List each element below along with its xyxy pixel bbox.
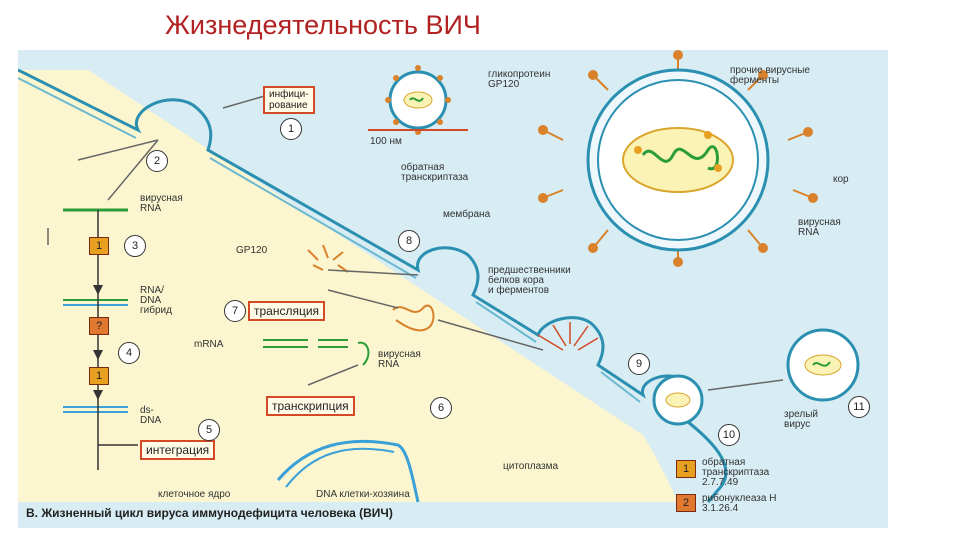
page-title: Жизнедеятельность ВИЧ xyxy=(165,10,481,40)
legend-enzyme-2-box: 2 xyxy=(676,494,696,512)
virion-assembling xyxy=(537,322,599,351)
step-number-6: 6 xyxy=(430,397,452,419)
step-number-4: 4 xyxy=(118,342,140,364)
diagram-drawing xyxy=(18,50,860,503)
legend-enzyme-1-text: обратная транскриптаза 2.7.7.49 xyxy=(702,457,770,488)
reverse-transcriptase-label: обратная транскриптаза xyxy=(401,162,469,183)
precursor-proteins xyxy=(392,304,435,332)
enzyme-box-1-step3: 1 xyxy=(89,237,109,255)
precursors-label: предшественники белков кора и ферментов xyxy=(488,265,571,296)
viral-rna-mid-label: вирусная RNA xyxy=(378,349,421,370)
step-number-11: 11 xyxy=(848,396,870,418)
step-number-10: 10 xyxy=(718,424,740,446)
host-dna-label: DNA клетки-хозяина xyxy=(316,489,410,500)
step-number-2: 2 xyxy=(146,150,168,172)
translation-label: трансляция xyxy=(248,301,326,321)
step-number-1: 1 xyxy=(280,118,302,140)
viral-rna-left-label: вирусная RNA xyxy=(140,193,183,214)
step-number-7: 7 xyxy=(224,300,246,322)
step-number-5: 5 xyxy=(198,419,220,441)
integration-label: интеграция xyxy=(140,440,216,460)
virion-mature-right xyxy=(786,328,860,402)
enzyme-box-1-step4: 1 xyxy=(89,367,109,385)
virion-rna-label: вирусная RNA xyxy=(798,217,841,238)
host-dna xyxy=(276,439,420,503)
cytoplasm-region xyxy=(18,70,678,502)
mrna-label: mRNA xyxy=(194,339,224,350)
membrane-label: мембрана xyxy=(443,209,491,220)
gp120-label: GP120 xyxy=(236,245,268,256)
mature-virion-large xyxy=(538,50,818,267)
legend-enzyme-2-text: рибонуклеаза Н 3.1.26.4 xyxy=(702,493,777,514)
transcription-label: транскрипция xyxy=(266,396,355,416)
hybrid-label: RNA/ DNA гибрид xyxy=(140,285,172,316)
glycoprotein-label: гликопротеин GP120 xyxy=(488,69,551,90)
scale-label: 100 нм xyxy=(370,136,402,147)
legend-enzyme-1-box: 1 xyxy=(676,460,696,478)
mrna-strands xyxy=(263,339,370,366)
step-number-9: 9 xyxy=(628,353,650,375)
enzyme-box-2-step4: ? xyxy=(89,317,109,335)
virion-small-top xyxy=(368,65,468,135)
other-enzymes-label: прочие вирусные ферменты xyxy=(730,65,810,86)
infection-label: инфици- рование xyxy=(263,86,315,114)
step-number-3: 3 xyxy=(124,235,146,257)
nucleus-label: клеточное ядро xyxy=(158,489,231,500)
cytoplasm-label: цитоплазма xyxy=(503,461,559,472)
diagram-caption: В. Жизненный цикл вируса иммунодефицита … xyxy=(26,506,393,520)
step-number-8: 8 xyxy=(398,230,420,252)
virion-budding xyxy=(652,374,704,426)
hiv-lifecycle-diagram: инфици- рование 100 нм гликопротеин GP12… xyxy=(18,50,888,528)
mature-virus-label: зрелый вирус xyxy=(784,409,818,430)
dsdna-label: ds- DNA xyxy=(140,405,162,426)
core-label: кор xyxy=(833,174,849,185)
